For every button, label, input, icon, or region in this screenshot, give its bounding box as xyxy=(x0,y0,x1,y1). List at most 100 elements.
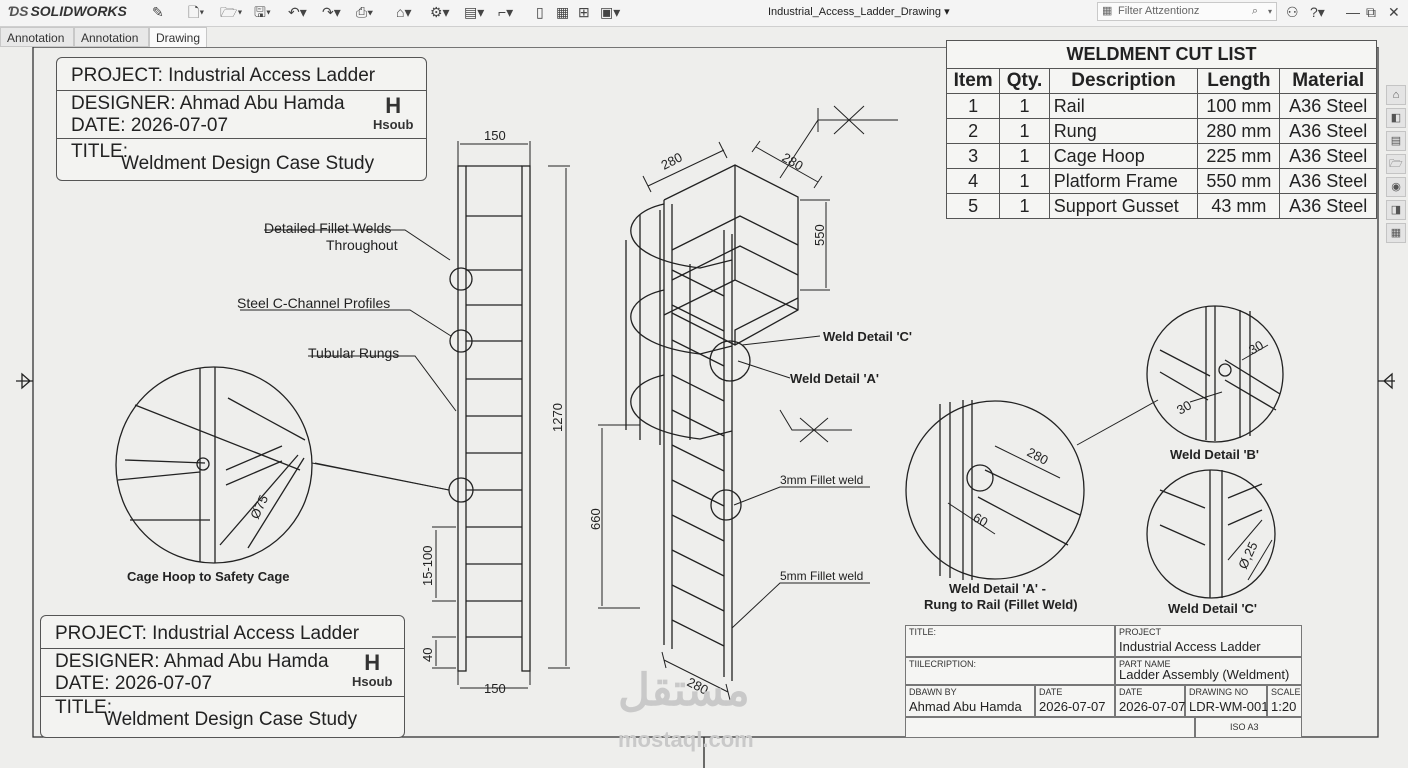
label-weld-b: Weld Detail 'B' xyxy=(1170,447,1259,462)
cell: Support Gusset xyxy=(1048,193,1199,219)
callout-3mm: 3mm Fillet weld xyxy=(780,473,863,487)
home-icon[interactable]: ⌂▾ xyxy=(396,4,412,20)
component-icon[interactable]: ▯ xyxy=(536,4,544,20)
help-icon[interactable]: ?▾ xyxy=(1310,4,1325,20)
home-icon[interactable]: ⌂ xyxy=(1386,85,1406,105)
left-zone-arrow xyxy=(16,372,33,390)
layer-icon[interactable]: ▤▾ xyxy=(464,4,485,20)
cell: 1 xyxy=(999,168,1050,194)
save-icon[interactable]: 🖫▾ xyxy=(254,4,272,20)
header-item: Item xyxy=(945,68,1001,94)
detail-cage-hoop xyxy=(115,366,313,564)
cell: 1 xyxy=(999,193,1050,219)
cell: 100 mm xyxy=(1197,93,1281,119)
restore-icon[interactable]: ⧉ xyxy=(1366,4,1376,20)
appearances-icon[interactable]: ◨ xyxy=(1386,200,1406,220)
info-box-top: PROJECT: Industrial Access Ladder DESIGN… xyxy=(56,57,427,181)
weldment-cut-list[interactable]: WELDMENT CUT LIST Item Qty. Description … xyxy=(945,40,1377,219)
callout-5mm: 5mm Fillet weld xyxy=(780,569,863,583)
cell: 225 mm xyxy=(1197,143,1281,169)
date-text: DATE: 2026-07-07 xyxy=(71,115,229,136)
minimize-icon[interactable]: — xyxy=(1346,4,1360,20)
label-weld-a: Weld Detail 'A' xyxy=(790,371,879,386)
custom-properties-icon[interactable]: ▦ xyxy=(1386,223,1406,243)
open-folder-icon[interactable]: 🗁▾ xyxy=(220,4,243,20)
user-icon[interactable]: ⚇ xyxy=(1286,4,1299,20)
label-cage-hoop: Cage Hoop to Safety Cage xyxy=(127,569,290,584)
filter-icon: ▦ xyxy=(1102,5,1113,17)
pin-icon[interactable]: ✎ xyxy=(152,4,164,20)
dim-1270: 1270 xyxy=(550,403,565,432)
resources-icon[interactable]: ◧ xyxy=(1386,108,1406,128)
cell: 43 mm xyxy=(1197,193,1281,219)
close-icon[interactable]: ✕ xyxy=(1388,4,1400,20)
print-icon[interactable]: ⎙▾ xyxy=(356,4,374,20)
document-title[interactable]: Industrial_Access_Ladder_Drawing ▾ xyxy=(768,6,950,18)
cell: 1 xyxy=(945,93,1001,119)
cell: 550 mm xyxy=(1197,168,1281,194)
title-cell: TITLE: xyxy=(905,625,1115,657)
cell: 4 xyxy=(945,168,1001,194)
dim-550: 550 xyxy=(812,224,827,246)
cell: 3 xyxy=(945,143,1001,169)
tab-annotation[interactable]: Annotation xyxy=(0,27,74,47)
header-length: Length xyxy=(1197,68,1281,94)
search-icon[interactable]: ⌕ xyxy=(1251,5,1258,17)
cell: Platform Frame xyxy=(1048,168,1199,194)
header-description: Description xyxy=(1048,68,1199,94)
tab-drawing[interactable]: Drawing xyxy=(149,27,207,47)
dim-40: 40 xyxy=(420,648,435,662)
dim-280-a: 280 xyxy=(659,149,685,172)
grid-icon[interactable]: ⊞ xyxy=(578,4,590,20)
options-icon[interactable]: ⚙▾ xyxy=(430,4,450,20)
detail-b xyxy=(1146,305,1284,443)
watermark-latin: mostaql.com xyxy=(618,727,754,752)
header-material: Material xyxy=(1279,68,1377,94)
title-label: TITLE: xyxy=(71,141,129,162)
sketch-icon[interactable]: ⌐▾ xyxy=(498,4,514,20)
view-palette-icon[interactable]: ◉ xyxy=(1386,177,1406,197)
chevron-down-icon[interactable]: ▾ xyxy=(1267,7,1272,16)
dim-660: 660 xyxy=(588,508,603,530)
label-weld-c-detail: Weld Detail 'C' xyxy=(1168,601,1257,616)
dim-b30b: 30 xyxy=(1174,397,1194,417)
redo-icon[interactable]: ↷▾ xyxy=(322,4,341,20)
dim-a280: 280 xyxy=(1025,444,1051,467)
cell: A36 Steel xyxy=(1279,118,1377,144)
tab-annotation-2[interactable]: Annotation xyxy=(74,27,149,47)
file-explorer-icon[interactable]: 🗁 xyxy=(1386,154,1406,174)
dim-a60: 60 xyxy=(971,510,991,530)
blank-cell xyxy=(905,717,1195,738)
title-label: TITLE: xyxy=(55,697,113,718)
display-icon[interactable]: ▣▾ xyxy=(600,4,621,20)
callout-fillet-welds-2: Throughout xyxy=(326,237,398,253)
watermark-arabic: مستقل xyxy=(618,666,750,715)
drawing-sheet: 150 150 1270 15-100 40 280 280 550 660 2… xyxy=(0,40,1408,768)
cell: 2 xyxy=(945,118,1001,144)
label-weld-c: Weld Detail 'C' xyxy=(823,329,912,344)
detail-a xyxy=(905,400,1085,580)
cut-list-title: WELDMENT CUT LIST xyxy=(946,40,1377,68)
sheet-icon[interactable]: ▦ xyxy=(556,4,570,20)
new-document-icon[interactable]: 🗋▾ xyxy=(188,4,205,20)
detail-c xyxy=(1146,469,1276,599)
undo-icon[interactable]: ↶▾ xyxy=(288,4,307,20)
design-library-icon[interactable]: ▤ xyxy=(1386,131,1406,151)
title-value: Weldment Design Case Study xyxy=(104,709,358,730)
dim-150-bottom: 150 xyxy=(484,681,506,696)
search-input[interactable]: ▦ Filter Attzentionz ⌕ ▾ xyxy=(1097,2,1277,21)
